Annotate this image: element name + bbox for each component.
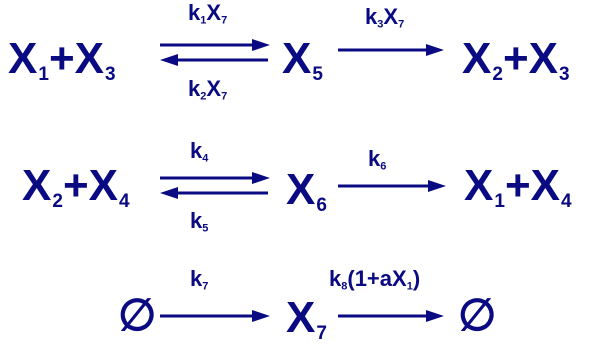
- r2-products: X1+X4: [464, 161, 572, 212]
- r2-output-arrow: [338, 180, 446, 192]
- r3-output-rate: k8(1+aX1): [329, 266, 421, 293]
- r1-reverse-rate: k2X7: [188, 76, 228, 103]
- r1-complex: X5: [282, 34, 323, 85]
- r2-complex: X6: [286, 165, 327, 216]
- r3-input-rate: k7: [190, 266, 209, 293]
- r2-reverse-rate: k5: [190, 208, 209, 235]
- r1-forward-rate: k1X7: [188, 0, 228, 27]
- r3-output-arrow: [338, 310, 444, 322]
- r3-input-arrow: [160, 310, 270, 322]
- r1-reverse-arrow: [160, 54, 268, 66]
- r2-forward-rate: k4: [190, 138, 209, 165]
- r1-output-arrow: [338, 44, 444, 56]
- r2-reverse-arrow: [160, 187, 268, 199]
- r1-products: X2+X3: [462, 34, 570, 85]
- r2-output-rate: k6: [368, 146, 387, 173]
- r1-forward-arrow: [160, 39, 270, 51]
- r2-forward-arrow: [160, 172, 270, 184]
- r1-reactants: X1+X3: [8, 34, 116, 85]
- source-empty-set: ∅: [118, 291, 157, 340]
- r1-output-rate: k3X7: [365, 4, 405, 31]
- r3-species: X7: [286, 293, 327, 344]
- sink-empty-set: ∅: [458, 291, 497, 340]
- r2-reactants: X2+X4: [22, 161, 130, 212]
